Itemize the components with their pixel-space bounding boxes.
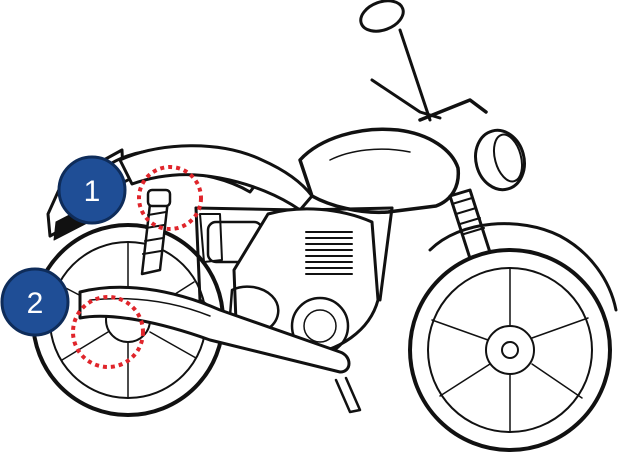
fuel-tank: [300, 129, 458, 212]
motorcycle-illustration: [33, 0, 616, 450]
handlebar: [357, 0, 486, 120]
headlight: [469, 125, 531, 195]
callout-2-label: 2: [27, 287, 44, 320]
callout-1: 1: [59, 157, 125, 223]
callout-2: 2: [2, 269, 68, 335]
kickstand: [336, 378, 360, 412]
front-wheel: [410, 250, 610, 450]
callout-1-label: 1: [84, 175, 101, 208]
